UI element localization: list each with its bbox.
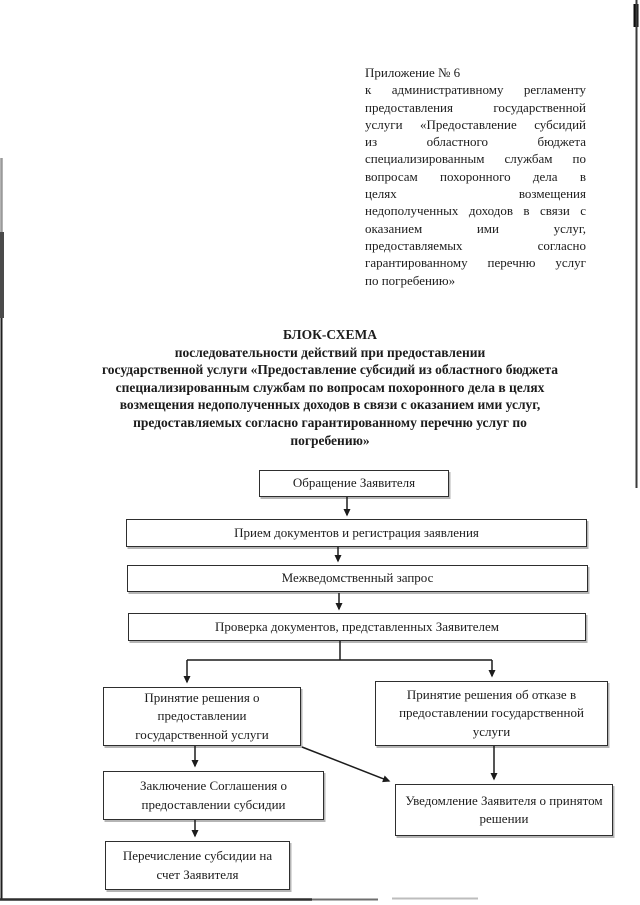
flow-box-label: Заключение Соглашения о предоставлении с…: [139, 778, 288, 812]
appendix-note: Приложение № 6 к административному реглам…: [365, 64, 586, 289]
schema-title-line: возмещения недополученных доходов в связ…: [119, 397, 541, 413]
flow-box-interagency-request: Межведомственный запрос: [127, 565, 588, 592]
appendix-note-line: Приложение № 6: [365, 65, 461, 80]
flow-box-decision-refuse: Принятие решения об отказе в предоставле…: [375, 681, 608, 746]
appendix-note-line: услуги «Предоставление субсидий: [365, 116, 586, 132]
flow-box-label: Межведомственный запрос: [281, 570, 434, 586]
appendix-note-line: предоставления государственной: [365, 99, 586, 115]
appendix-note-line: предоставляемых согласно: [365, 237, 586, 253]
flow-box-label: Перечисление субсидии на счет Заявителя: [122, 848, 273, 882]
appendix-note-line: из областного бюджета: [365, 134, 586, 150]
flow-box-transfer-subsidy: Перечисление субсидии на счет Заявителя: [105, 841, 290, 890]
appendix-note-line: недополученных доходов в связи с: [365, 203, 586, 219]
flow-box-decision-grant: Принятие решения о предоставлении госуда…: [103, 687, 301, 746]
appendix-note-line: к административному регламенту: [365, 82, 586, 98]
flow-box-label: Принятие решения об отказе в предоставле…: [399, 686, 584, 739]
flow-box-notify-applicant: Уведомление Заявителя о принятом решении: [395, 784, 613, 836]
flow-box-label: Прием документов и регистрация заявления: [234, 524, 479, 540]
appendix-note-line: вопросам похоронного дела в: [365, 168, 586, 184]
appendix-note-line: по погребению»: [365, 272, 456, 288]
schema-title-line: специализированным службам по вопросам п…: [115, 379, 545, 395]
schema-title-line: последовательности действий при предоста…: [174, 344, 486, 360]
appendix-note-line: специализированным службам по: [365, 151, 586, 167]
schema-title-line: предоставляемых согласно гарантированном…: [133, 414, 527, 430]
appendix-note-line: гарантированному перечню услуг: [365, 255, 586, 271]
flow-box-label: Уведомление Заявителя о принятом решении: [405, 792, 603, 827]
flow-box-document-check: Проверка документов, представленных Заяв…: [128, 613, 586, 641]
flow-box-applicant-request: Обращение Заявителя: [259, 470, 449, 497]
flow-box-label: Проверка документов, представленных Заяв…: [214, 618, 499, 634]
appendix-note-line: целях возмещения: [365, 186, 586, 202]
appendix-note-line: оказанием ими услуг,: [365, 220, 586, 236]
flow-box-label: Обращение Заявителя: [292, 475, 416, 491]
flow-box-agreement: Заключение Соглашения о предоставлении с…: [103, 771, 324, 820]
schema-title-line: погребению»: [290, 432, 370, 448]
schema-title-line: государственной услуги «Предоставление с…: [101, 362, 558, 378]
schema-title: БЛОК-СХЕМА последовательности действий пр…: [75, 326, 585, 449]
flow-box-document-intake: Прием документов и регистрация заявления: [126, 519, 587, 547]
schema-title-line: БЛОК-СХЕМА: [282, 327, 378, 342]
scan-blob-top-right: [633, 4, 639, 27]
flow-box-label: Принятие решения о предоставлении госуда…: [135, 689, 269, 742]
